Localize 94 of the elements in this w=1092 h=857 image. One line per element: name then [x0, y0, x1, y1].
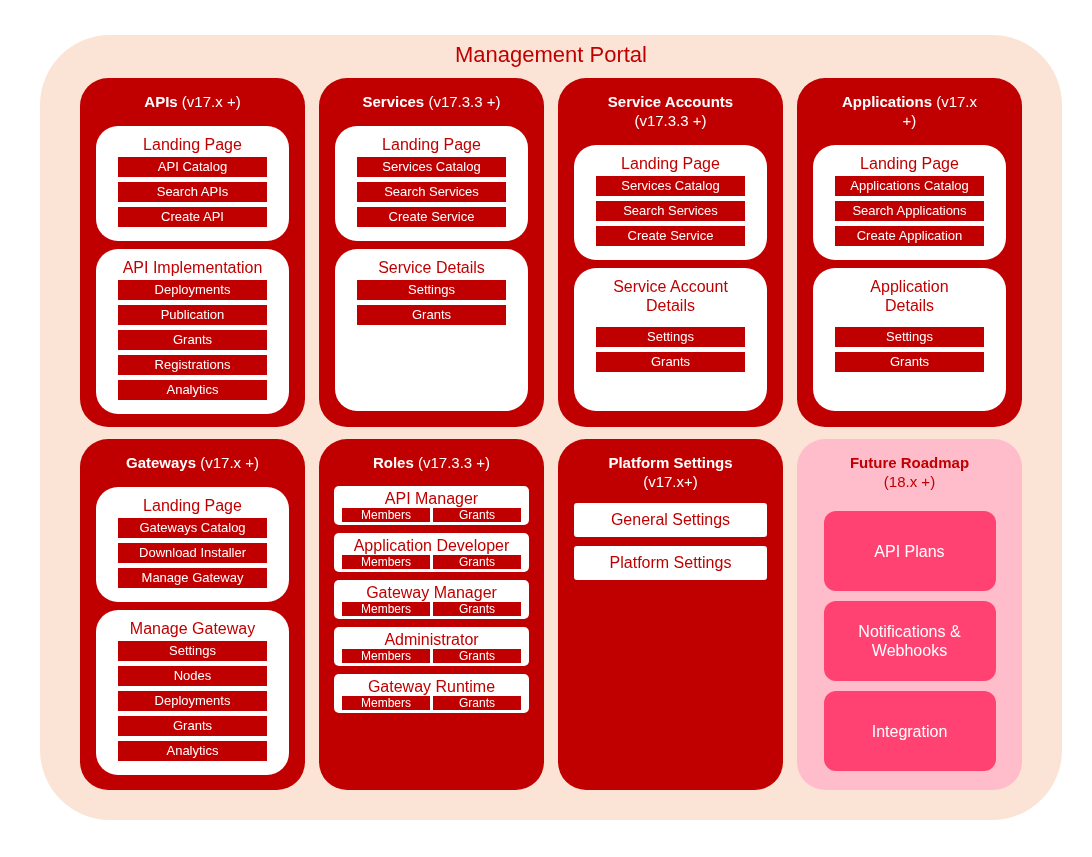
menu-tag: Grants	[118, 330, 267, 350]
menu-tag: Download Installer	[118, 543, 267, 563]
section-panel	[335, 126, 528, 241]
section-card	[797, 78, 1022, 427]
panel-title: Gateway Runtime	[367, 678, 496, 696]
section-card	[80, 78, 305, 427]
section-card	[80, 439, 305, 790]
role-panel	[334, 486, 529, 525]
menu-tag: Settings	[118, 641, 267, 661]
menu-tag: Services Catalog	[357, 157, 506, 177]
menu-tag: Grants	[433, 555, 521, 569]
role-panel	[334, 627, 529, 666]
card-title: Services (v17.3.3 +)	[362, 92, 501, 111]
menu-tag: Search Applications	[835, 201, 984, 221]
portal-background	[40, 35, 1062, 820]
menu-tag: Create Service	[357, 207, 506, 227]
menu-tag: Search Services	[357, 182, 506, 202]
section-panel	[335, 249, 528, 411]
roadmap-box: Notifications & Webhooks	[823, 601, 996, 681]
card-title: APIs (v17.x +)	[144, 92, 241, 111]
card-title: Applications (v17.x +)	[841, 92, 978, 130]
menu-tag: Grants	[835, 352, 984, 372]
section-card	[558, 78, 783, 427]
menu-tag: Applications Catalog	[835, 176, 984, 196]
menu-tag: Settings	[835, 327, 984, 347]
menu-tag: Grants	[433, 696, 521, 710]
menu-tag: Create Service	[596, 226, 745, 246]
menu-tag: Search Services	[596, 201, 745, 221]
card-title: Roles (v17.3.3 +)	[372, 453, 491, 472]
menu-tag: Services Catalog	[596, 176, 745, 196]
section-card	[558, 439, 783, 790]
menu-tag: Analytics	[118, 741, 267, 761]
settings-bar: General Settings	[574, 503, 767, 537]
menu-tag: Create Application	[835, 226, 984, 246]
role-panel	[334, 674, 529, 713]
card-title: Gateways (v17.x +)	[126, 453, 259, 472]
roadmap-box: API Plans	[823, 511, 996, 591]
menu-tag: Deployments	[118, 280, 267, 300]
menu-tag: Deployments	[118, 691, 267, 711]
roadmap-box: Integration	[823, 691, 996, 771]
menu-tag: Gateways Catalog	[118, 518, 267, 538]
panel-title: Landing Page	[621, 154, 720, 173]
section-card	[319, 78, 544, 427]
menu-tag: Settings	[357, 280, 506, 300]
section-card	[319, 439, 544, 790]
menu-tag: Members	[342, 602, 430, 616]
panel-title: API Implementation	[122, 258, 263, 277]
menu-tag: Grants	[433, 649, 521, 663]
section-card	[797, 439, 1022, 790]
menu-tag: Nodes	[118, 666, 267, 686]
role-panel	[334, 580, 529, 619]
panel-title: Application Details	[869, 277, 950, 315]
panel-title: Landing Page	[143, 135, 242, 154]
panel-title: Service Account Details	[612, 277, 729, 315]
menu-tag: Publication	[118, 305, 267, 325]
card-title: Future Roadmap (18.x +)	[848, 453, 971, 491]
section-panel	[96, 249, 289, 414]
menu-tag: Members	[342, 555, 430, 569]
menu-tag: Members	[342, 508, 430, 522]
menu-tag: Search APIs	[118, 182, 267, 202]
menu-tag: Manage Gateway	[118, 568, 267, 588]
section-panel	[96, 487, 289, 602]
menu-tag: Create API	[118, 207, 267, 227]
settings-bar: Platform Settings	[574, 546, 767, 580]
panel-title: Landing Page	[382, 135, 481, 154]
role-panel	[334, 533, 529, 572]
menu-tag: Grants	[433, 602, 521, 616]
portal-title: Management Portal	[455, 41, 647, 69]
panel-title: Landing Page	[143, 496, 242, 515]
menu-tag: Settings	[596, 327, 745, 347]
panel-title: Landing Page	[860, 154, 959, 173]
panel-title: Application Developer	[353, 537, 510, 555]
menu-tag: Members	[342, 696, 430, 710]
menu-tag: Analytics	[118, 380, 267, 400]
section-panel	[813, 145, 1006, 260]
section-panel	[574, 145, 767, 260]
menu-tag: API Catalog	[118, 157, 267, 177]
card-title: Service Accounts (v17.3.3 +)	[606, 92, 735, 130]
panel-title: Gateway Manager	[366, 584, 497, 602]
section-panel	[96, 126, 289, 241]
panel-title: Administrator	[384, 631, 479, 649]
menu-tag: Grants	[596, 352, 745, 372]
card-title: Platform Settings (v17.x+)	[607, 453, 734, 491]
menu-tag: Members	[342, 649, 430, 663]
menu-tag: Registrations	[118, 355, 267, 375]
panel-title: Manage Gateway	[129, 619, 256, 638]
menu-tag: Grants	[433, 508, 521, 522]
menu-tag: Grants	[118, 716, 267, 736]
panel-title: Service Details	[378, 258, 485, 277]
menu-tag: Grants	[357, 305, 506, 325]
panel-title: API Manager	[384, 490, 479, 508]
section-panel	[574, 268, 767, 411]
section-panel	[96, 610, 289, 775]
section-panel	[813, 268, 1006, 411]
